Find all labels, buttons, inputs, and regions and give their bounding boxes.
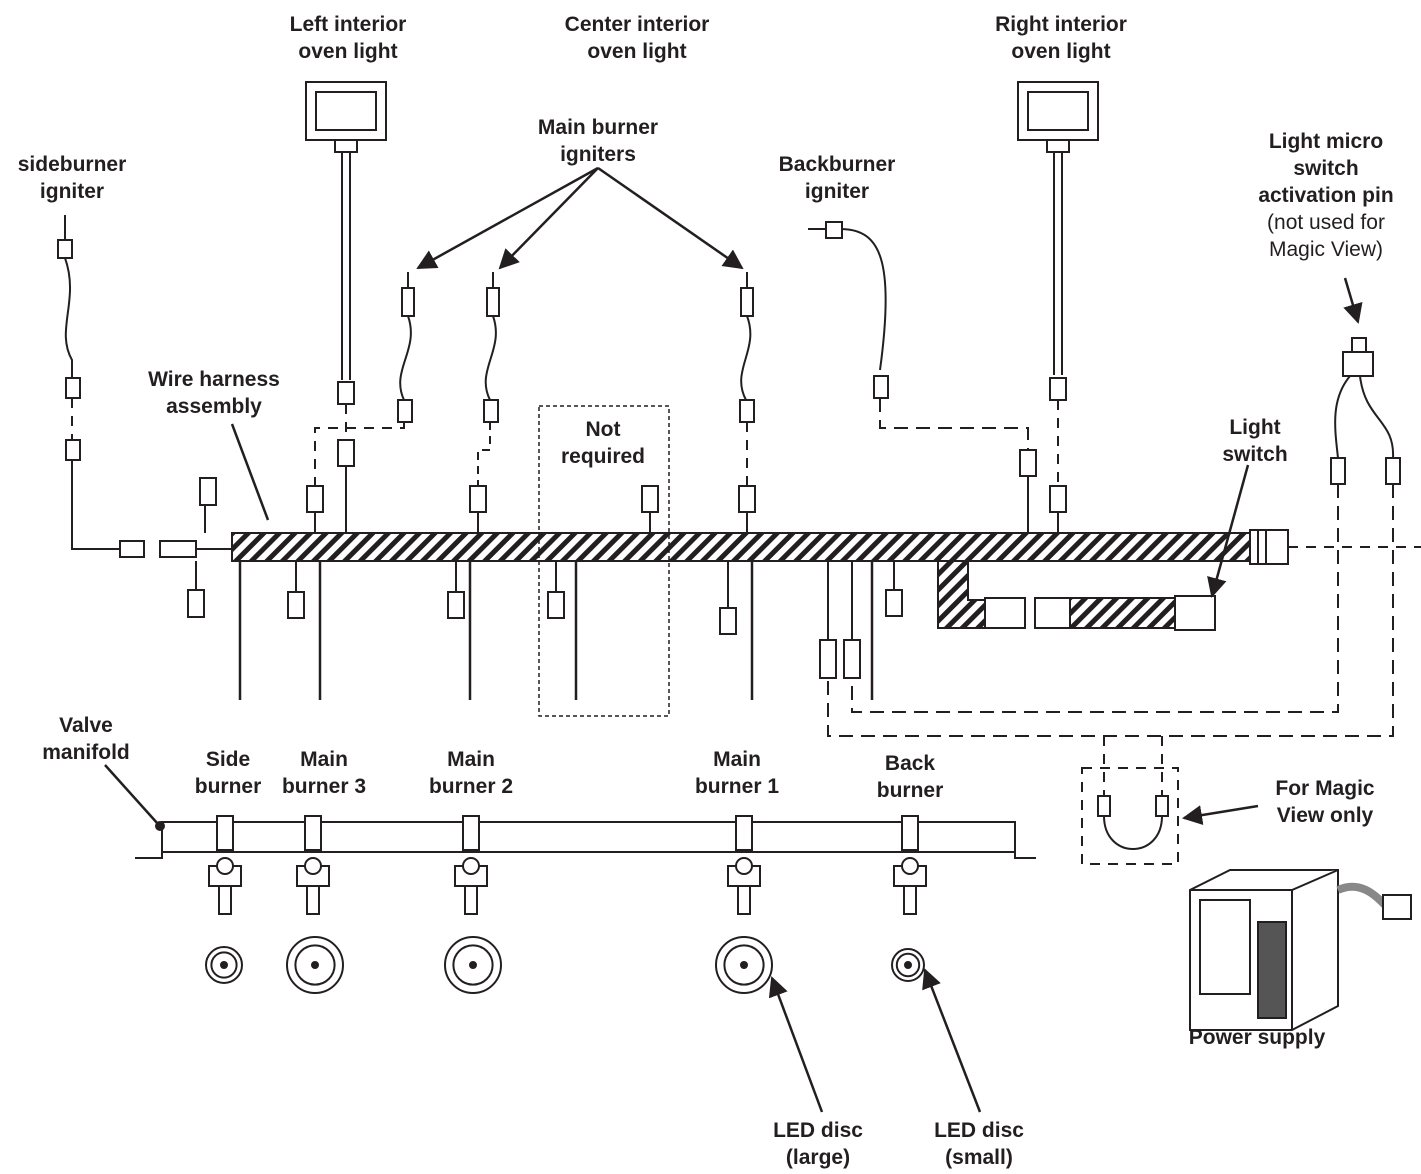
left-oven-light [305,81,387,141]
label-led-large: LED disc(large) [773,1119,863,1169]
right-oven-light [1017,81,1099,141]
led-disc-main-3 [286,936,344,994]
micro-switch [1342,337,1374,377]
led-disc-back [891,948,925,982]
label-led-small: LED disc(small) [934,1119,1024,1169]
valve-manifold-bar [161,821,1016,853]
label-power-supply: Power supply [1188,1026,1326,1049]
wire-harness-bar [231,532,1263,562]
side-burner-valve [208,815,242,915]
main-burner-1-valve [727,815,761,915]
magic-view-box [1081,767,1179,865]
led-disc-side [205,946,243,984]
back-burner-valve [893,815,927,915]
main-burner-2-valve [454,815,488,915]
harness-end-connector [1249,529,1289,565]
led-disc-main-2 [444,936,502,994]
main-burner-3-valve [296,815,330,915]
light-switch-body [1069,597,1176,629]
main-burner-igniter-2 [469,272,500,533]
led-discs [205,936,925,994]
power-supply-unit [1189,869,1412,1031]
main-burner-igniter-3 [306,272,415,533]
valves [208,815,927,915]
not-required-box [538,405,670,717]
main-burner-igniter-1 [738,272,756,533]
led-disc-main-1 [715,936,773,994]
